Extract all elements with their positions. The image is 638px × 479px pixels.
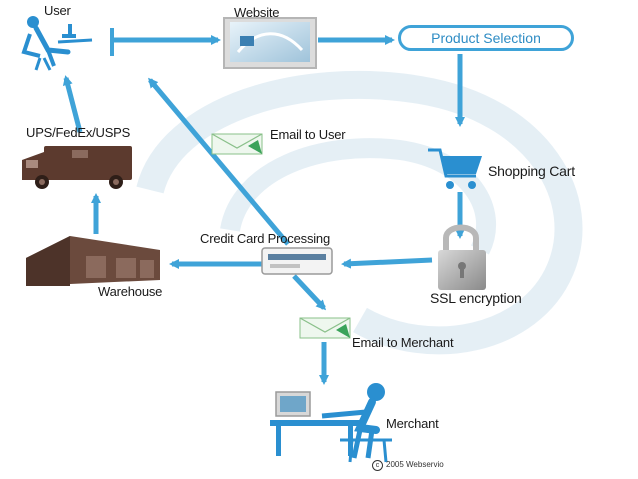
label-shopping-cart: Shopping Cart [488, 163, 575, 179]
shopping-cart-icon [428, 148, 482, 189]
flow-arrows [62, 28, 465, 385]
website-screen-icon [223, 17, 317, 69]
envelope-icon [299, 317, 351, 339]
label-product-selection: Product Selection [398, 25, 574, 51]
label-ssl-encryption: SSL encryption [430, 290, 522, 306]
label-website: Website [234, 5, 280, 20]
label-warehouse: Warehouse [98, 284, 163, 299]
copyright-text: 2005 Webservio [386, 460, 444, 469]
arrow-truck-to-user [62, 75, 83, 133]
label-credit-card-processing: Credit Card Processing [200, 231, 330, 246]
lock-icon [438, 224, 486, 290]
background-swirl [136, 70, 583, 355]
copyright-icon: c [372, 460, 383, 471]
label-shipper: UPS/FedEx/USPS [26, 125, 131, 140]
arrow-card-to-email-merchant [292, 274, 327, 311]
merchant-at-computer-icon [270, 383, 392, 463]
label-merchant: Merchant [386, 416, 439, 431]
warehouse-icon [26, 236, 160, 286]
envelope-icon [211, 133, 263, 155]
delivery-truck-icon [22, 146, 132, 189]
label-email-to-user: Email to User [270, 127, 346, 142]
arrow-ssl-to-card [341, 257, 433, 269]
user-at-desk-icon [21, 16, 93, 71]
arrow-card-to-user [148, 77, 290, 246]
credit-card-terminal-icon [261, 247, 333, 275]
label-email-to-merchant: Email to Merchant [352, 335, 454, 350]
label-user: User [44, 3, 71, 18]
